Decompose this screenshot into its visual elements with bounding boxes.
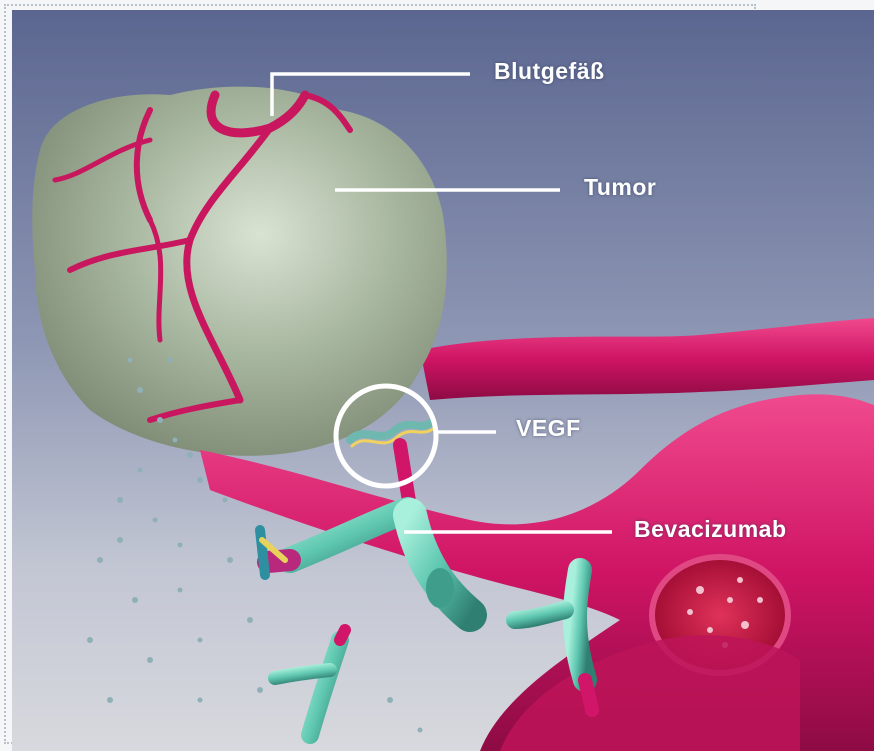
label-tumor: Tumor <box>584 174 656 201</box>
label-vegf: VEGF <box>516 415 581 442</box>
label-bevacizumab: Bevacizumab <box>634 516 787 543</box>
label-blood-vessel: Blutgefäß <box>494 58 605 85</box>
